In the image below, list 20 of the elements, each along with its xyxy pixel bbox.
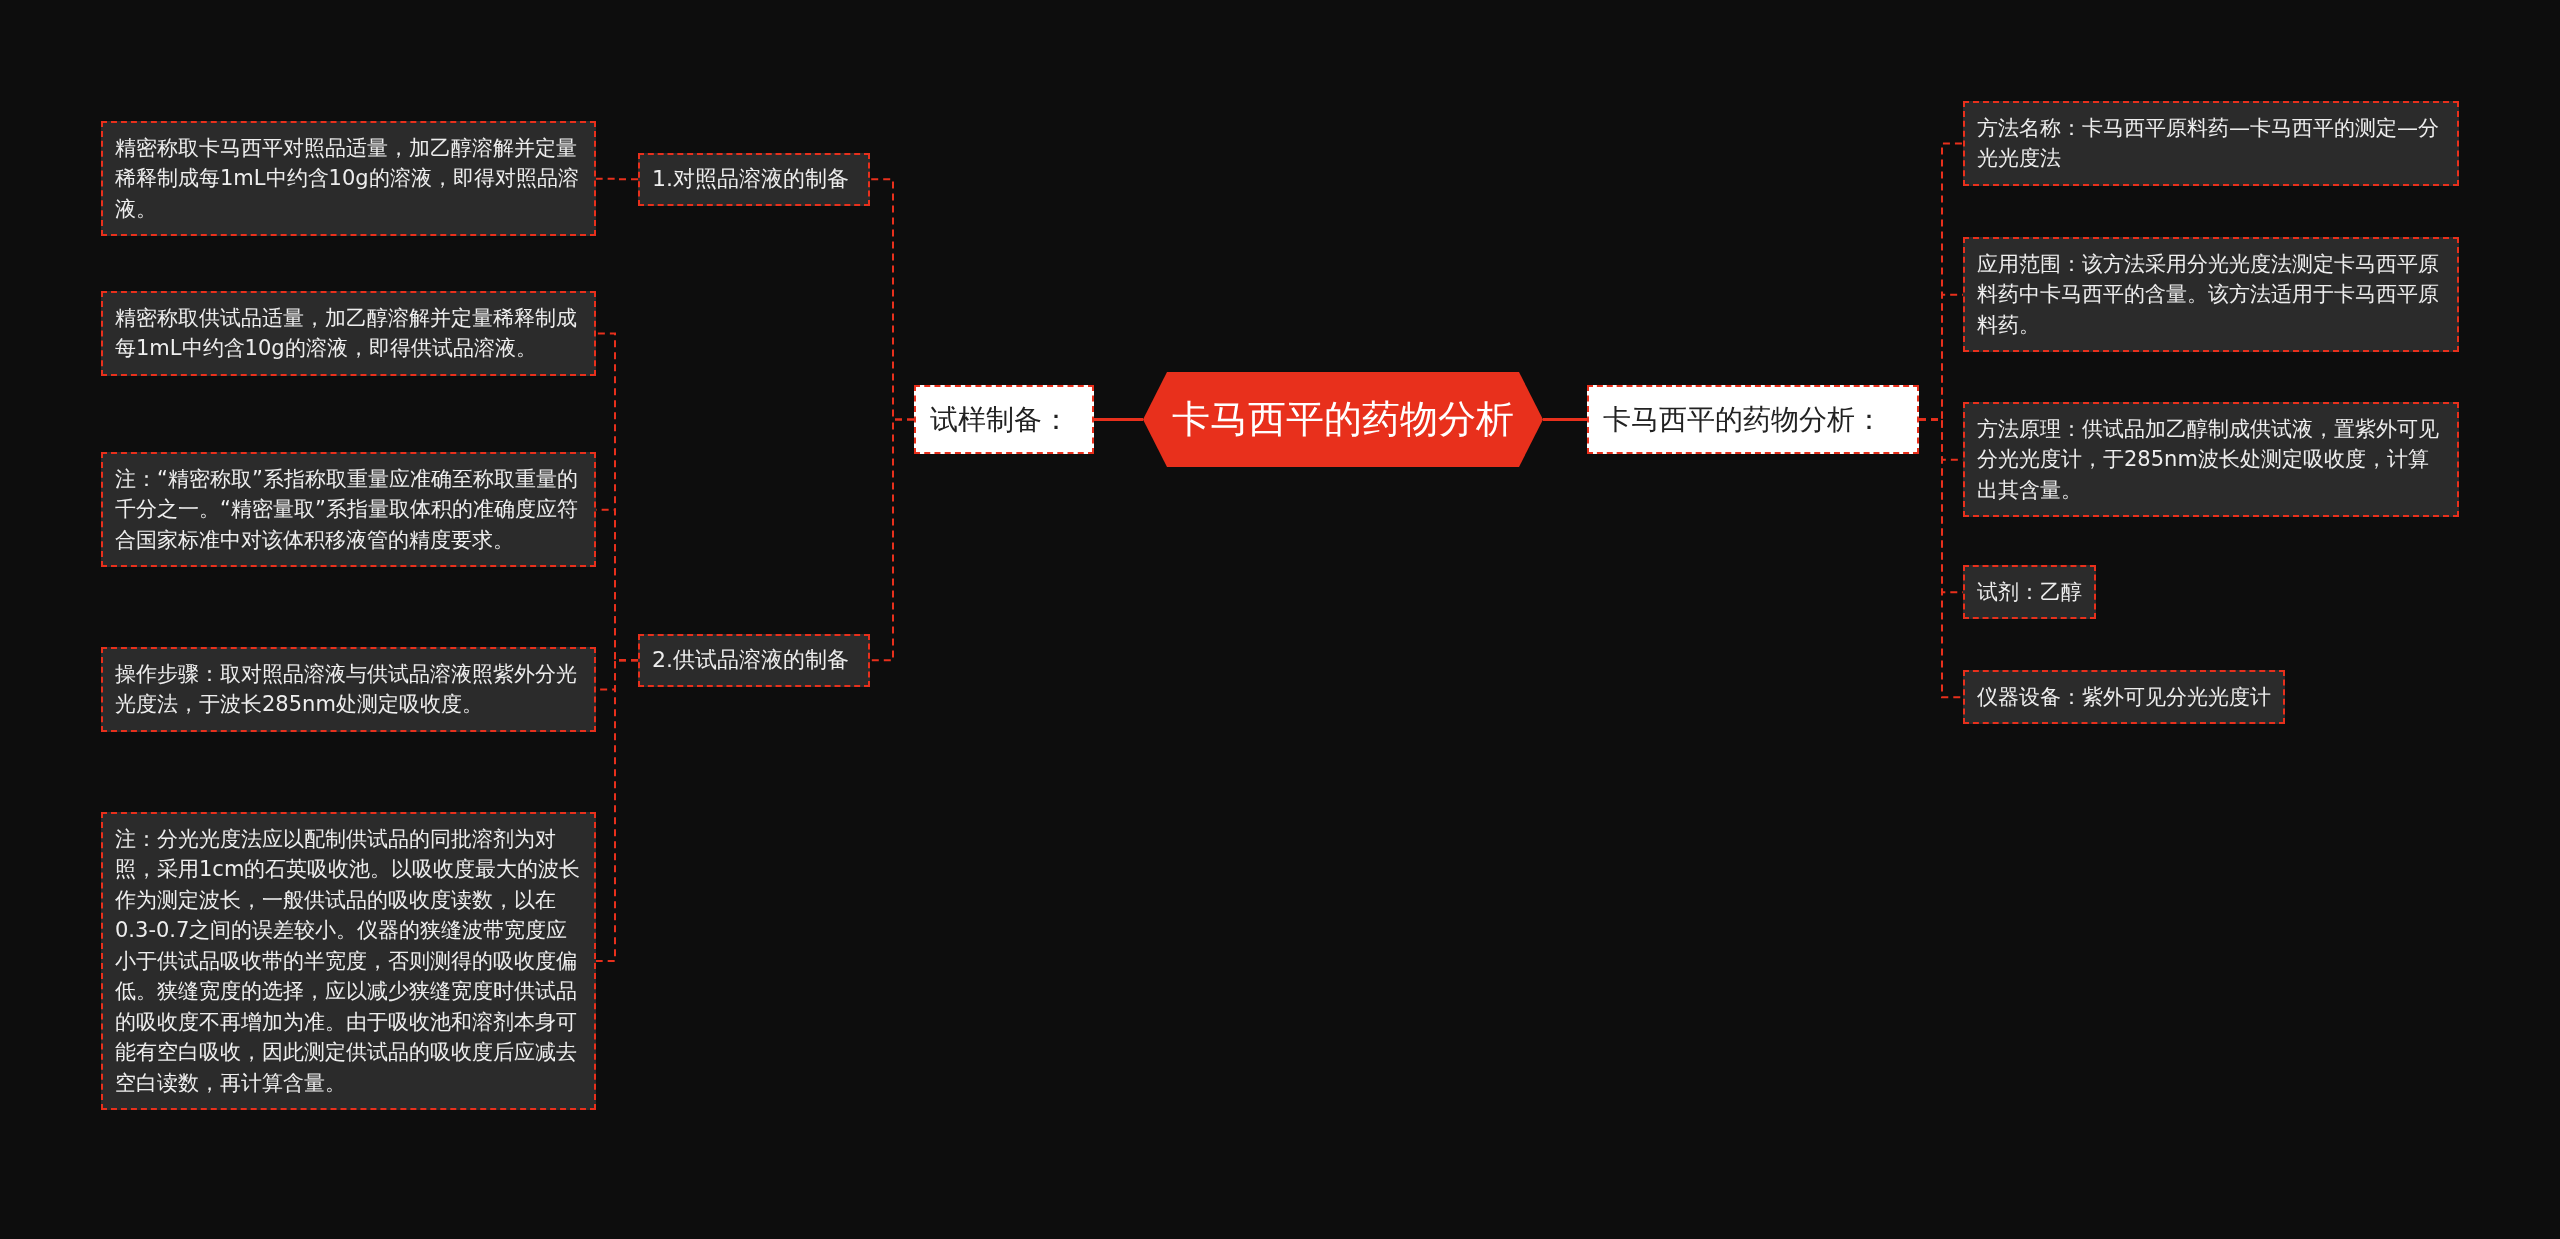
note-box: 注：分光光度法应以配制供试品的同批溶剂为对照，采用1cm的石英吸收池。以吸收度最大的波长作为测定波长，一般供试品的吸收度读数，以在0.3-0.7之间的误差较小。仪器的狭缝波带宽度应小于供试品吸收带的半宽度，否则测得的吸收度偏低。狭缝宽度的选择，应以减少狭缝宽度时供试品的吸收度不再增加为准。由于吸收池和溶剂本身可能有空白吸收，因此测定供试品的吸收度后应减去空白读数，再计算含量。 xyxy=(101,812,596,1110)
note-box: 注：“精密称取”系指称取重量应准确至称取重量的千分之一。“精密量取”系指量取体积的准确度应符合国家标准中对该体积移液管的精度要求。 xyxy=(101,452,596,568)
topic-box: 卡马西平的药物分析： xyxy=(1587,385,1919,454)
note-box: 方法原理：供试品加乙醇制成供试液，置紫外可见分光光度计，于285nm波长处测定吸收度，计算出其含量。 xyxy=(1963,402,2459,518)
connector-line xyxy=(595,659,639,962)
topic-box: 试样制备： xyxy=(914,385,1094,454)
connector-line xyxy=(1543,418,1587,421)
note-box: 方法名称：卡马西平原料药—卡马西平的测定—分光光度法 xyxy=(1963,101,2459,186)
connector-line xyxy=(595,177,639,181)
note-box: 精密称取卡马西平对照品适量，加乙醇溶解并定量稀释制成每1mL中约含10g的溶液，即得对照品溶液。 xyxy=(101,121,596,237)
note-box: 试剂：乙醇 xyxy=(1963,565,2096,620)
subtopic-box: 2.供试品溶液的制备 xyxy=(638,634,870,687)
connector-line xyxy=(869,418,915,662)
note-box: 操作步骤：取对照品溶液与供试品溶液照紫外分光光度法，于波长285nm处测定吸收度。 xyxy=(101,647,596,732)
connector-line xyxy=(1094,418,1143,421)
note-box: 应用范围：该方法采用分光光度法测定卡马西平原料药中卡马西平的含量。该方法适用于卡马西平原料药。 xyxy=(1963,237,2459,353)
note-box: 精密称取供试品适量，加乙醇溶解并定量稀释制成每1mL中约含10g的溶液，即得供试品溶液。 xyxy=(101,291,596,376)
note-box: 仪器设备：紫外可见分光光度计 xyxy=(1963,670,2285,725)
subtopic-box: 1.对照品溶液的制备 xyxy=(638,153,870,206)
central-topic: 卡马西平的药物分析 xyxy=(1143,372,1543,467)
